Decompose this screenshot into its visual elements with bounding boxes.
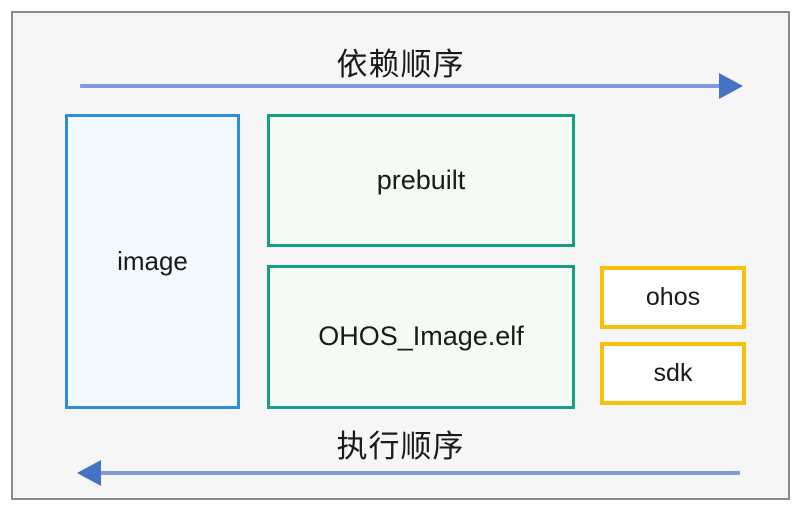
node-sdk[interactable]: sdk bbox=[600, 342, 746, 405]
node-ohos-image-elf[interactable]: OHOS_Image.elf bbox=[267, 265, 575, 409]
node-sdk-label: sdk bbox=[653, 358, 693, 387]
arrow-head-right-icon bbox=[719, 73, 743, 99]
dependency-order-label: 依赖顺序 bbox=[336, 47, 465, 82]
node-ohos[interactable]: ohos bbox=[600, 266, 746, 329]
execution-order-arrow bbox=[69, 460, 751, 486]
node-ohos-image-elf-label: OHOS_Image.elf bbox=[318, 321, 524, 352]
execution-order-label: 执行顺序 bbox=[336, 429, 465, 464]
dependency-order-arrow bbox=[69, 73, 751, 99]
dependency-arrow-line bbox=[80, 84, 727, 88]
diagram-canvas: 依赖顺序 image prebuilt OHOS_Image.elf ohos … bbox=[11, 11, 790, 500]
node-prebuilt-label: prebuilt bbox=[376, 164, 466, 195]
node-image[interactable]: image bbox=[65, 114, 240, 409]
node-image-label: image bbox=[117, 246, 188, 277]
node-ohos-label: ohos bbox=[645, 282, 701, 311]
node-prebuilt[interactable]: prebuilt bbox=[267, 114, 575, 247]
execution-arrow-line bbox=[93, 471, 740, 475]
arrow-head-left-icon bbox=[77, 460, 101, 486]
